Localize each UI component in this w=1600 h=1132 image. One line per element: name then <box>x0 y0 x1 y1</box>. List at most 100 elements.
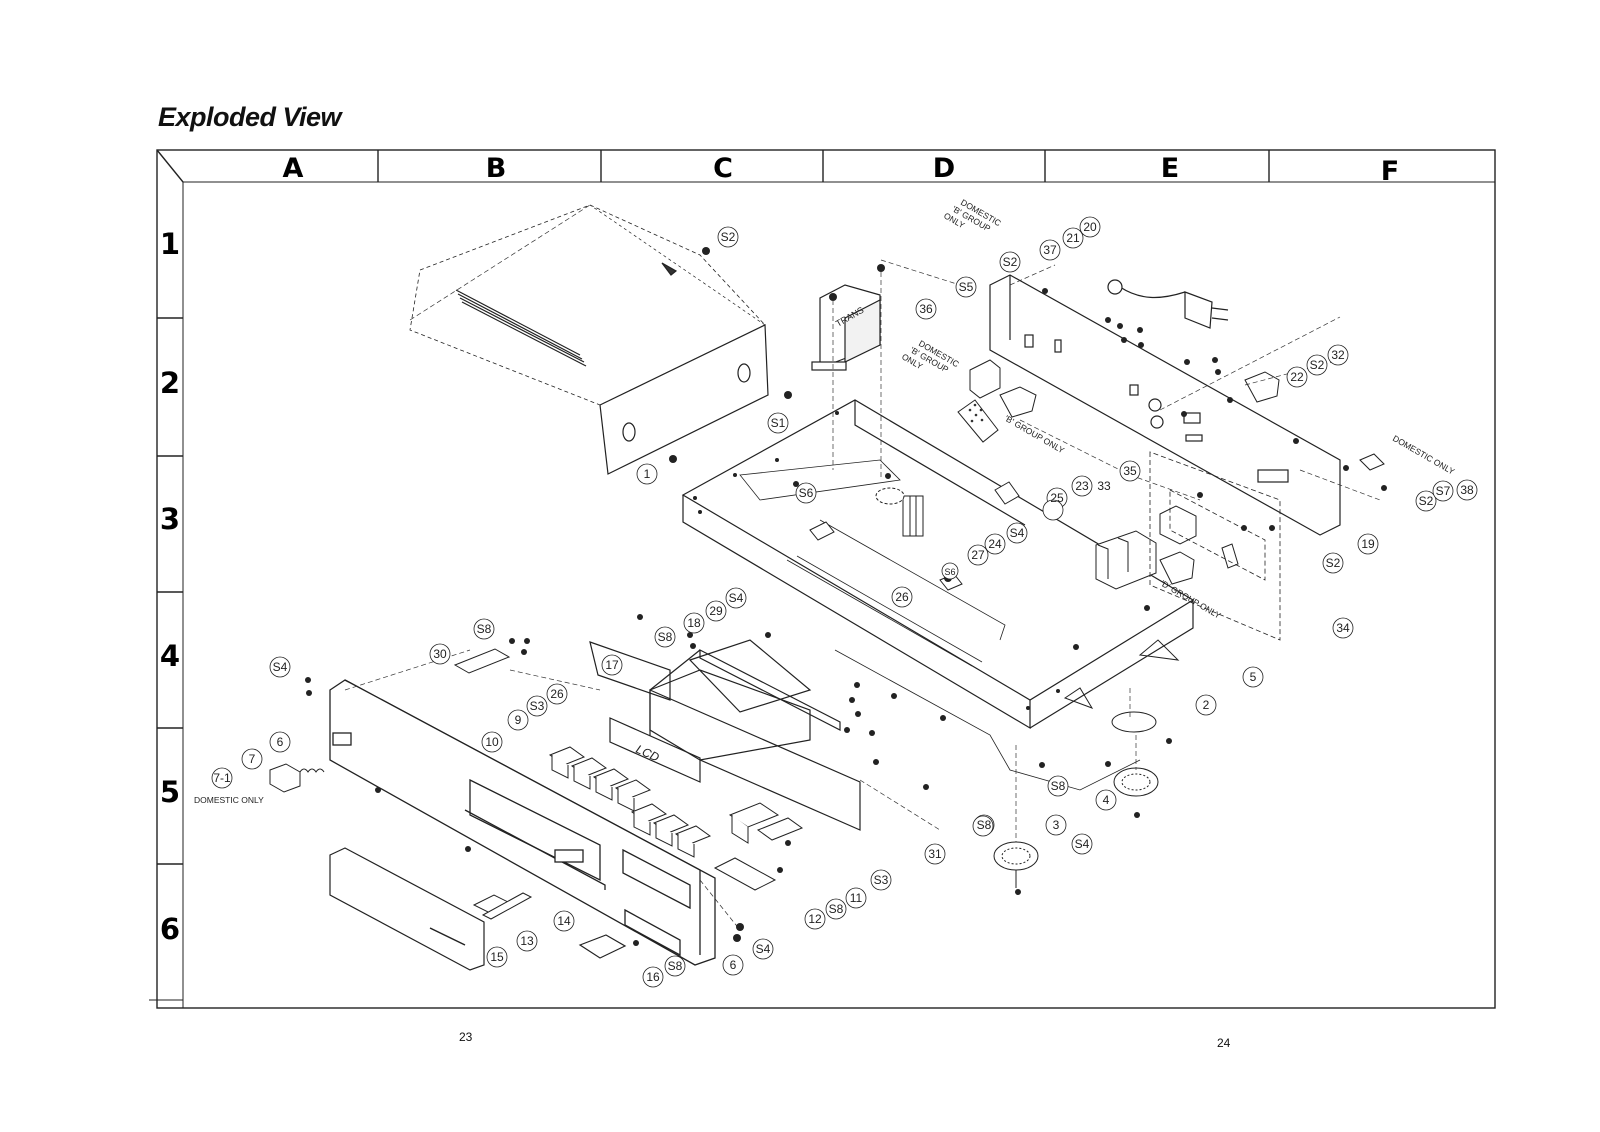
callout-27: 27 <box>971 548 985 562</box>
grid-row-4: 4 <box>160 639 180 673</box>
callout-17: 17 <box>605 658 619 672</box>
callout-5: 5 <box>1250 670 1257 684</box>
grid-column-b: B <box>486 153 507 184</box>
callout-s8-c: S8 <box>829 902 844 916</box>
callout-10: 10 <box>485 735 499 749</box>
callout-23: 23 <box>1075 479 1089 493</box>
chassis-holes <box>693 411 1060 710</box>
callout-s8-f: S8 <box>477 622 492 636</box>
callout-30: 30 <box>433 647 447 661</box>
callout-3: 3 <box>1053 818 1060 832</box>
callouts <box>211 216 1478 988</box>
top-cover <box>409 204 769 475</box>
callout-14: 14 <box>557 914 571 928</box>
note-b-group-only: 'B' GROUP ONLY <box>1003 413 1066 455</box>
grid-row-2: 2 <box>160 366 180 400</box>
lcd-module: LCD <box>609 717 701 783</box>
button-row-2 <box>630 802 804 858</box>
callout-24: 24 <box>988 537 1002 551</box>
chassis <box>681 399 1195 791</box>
callout-2: 2 <box>1203 698 1210 712</box>
callout-13: 13 <box>520 934 534 948</box>
grid-column-a: A <box>283 153 304 184</box>
callout-s6-b: S6 <box>799 486 814 500</box>
callout-s4-d: S4 <box>729 591 744 605</box>
callout-s1: S1 <box>771 416 786 430</box>
callout-s6-a: S6 <box>944 567 955 577</box>
grid-column-e: E <box>1161 153 1179 184</box>
grid-row-6: 6 <box>160 912 180 946</box>
button-bracket <box>713 857 777 891</box>
callout-29: 29 <box>709 604 723 618</box>
grid-row-5: 5 <box>160 775 180 809</box>
callout-s7: S7 <box>1436 484 1451 498</box>
callout-36: 36 <box>919 302 933 316</box>
grid-column-f: F <box>1381 156 1399 187</box>
callout-32: 32 <box>1331 348 1345 362</box>
transformer: TRANS <box>811 284 881 371</box>
callout-31: 31 <box>928 847 942 861</box>
d-group-outline <box>1149 451 1281 641</box>
callout-21: 21 <box>1066 231 1080 245</box>
callout-s2-c: S2 <box>1310 358 1325 372</box>
callout-38: 38 <box>1460 483 1474 497</box>
callout-s4-c: S4 <box>756 942 771 956</box>
front-panel <box>329 679 716 966</box>
front-door <box>329 847 627 971</box>
note-domestic-only-left: DOMESTIC ONLY <box>194 795 264 805</box>
callout-s4-e: S4 <box>273 660 288 674</box>
callout-18: 18 <box>687 616 701 630</box>
callout-s8-e: S8 <box>658 630 673 644</box>
rear-terminals <box>1095 371 1385 590</box>
display-frame <box>649 639 812 761</box>
callout-s4-b: S4 <box>1075 837 1090 851</box>
callout-s3-b: S3 <box>530 699 545 713</box>
button-row-1 <box>548 746 652 812</box>
callout-s8-d: S8 <box>668 959 683 973</box>
grid-frame <box>149 149 1496 1009</box>
callout-34: 34 <box>1336 621 1350 635</box>
note-domestic-only-right: DOMESTIC ONLY <box>1391 433 1457 477</box>
callout-4: 4 <box>1103 793 1110 807</box>
callout-11: 11 <box>850 891 863 905</box>
callout-s8-a: S8 <box>1051 779 1066 793</box>
callout-s3-a: S3 <box>874 873 889 887</box>
small-buttons <box>472 892 533 920</box>
callout-s4-a: S4 <box>1010 526 1025 540</box>
callout-s2-e: S2 <box>1326 556 1341 570</box>
callout-25: 25 <box>1050 491 1064 505</box>
callout-s2-d: S2 <box>1419 494 1434 508</box>
callout-16: 16 <box>646 970 660 984</box>
grid-column-c: C <box>713 153 733 184</box>
page-number-right: 24 <box>1217 1036 1231 1050</box>
grill-board <box>957 386 1037 443</box>
callout-33: 33 <box>1097 479 1111 493</box>
callout-26-a: 26 <box>895 590 909 604</box>
grid-row-1: 1 <box>160 227 180 261</box>
callout-6-b: 6 <box>277 735 284 749</box>
page-title: Exploded View <box>158 102 342 132</box>
power-switch <box>269 648 511 793</box>
ac-cord <box>1107 279 1229 329</box>
callout-15: 15 <box>490 950 504 964</box>
callout-s5: S5 <box>959 280 974 294</box>
callout-1: 1 <box>644 467 651 481</box>
callout-7: 7 <box>249 752 256 766</box>
grid-row-3: 3 <box>160 502 180 536</box>
callout-35: 35 <box>1123 464 1137 478</box>
callout-s8-b: S8 <box>977 818 992 832</box>
callout-37: 37 <box>1043 243 1057 257</box>
connector-block <box>969 359 1001 399</box>
callout-s2-b: S2 <box>1003 255 1018 269</box>
cover-screws <box>669 247 792 463</box>
grill-dots <box>968 403 984 423</box>
callout-22: 22 <box>1290 370 1304 384</box>
callout-s2-a: S2 <box>721 230 736 244</box>
page-number-left: 23 <box>459 1030 473 1044</box>
screws <box>305 288 1387 946</box>
feet <box>993 711 1159 888</box>
callout-7-1: 7-1 <box>213 771 231 785</box>
rear-panel <box>989 274 1341 536</box>
grid-column-d: D <box>933 153 955 184</box>
